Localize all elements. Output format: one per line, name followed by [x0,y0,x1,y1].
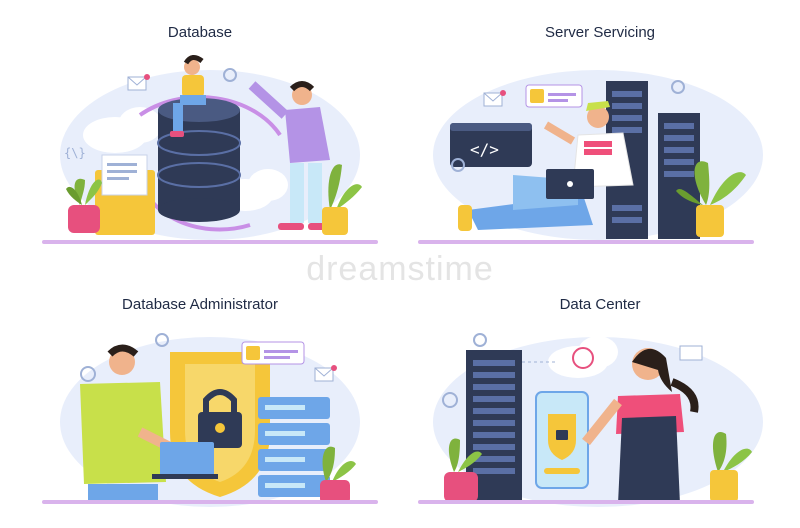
code-window: </> [450,123,532,167]
plant-icon [320,446,356,504]
gear-icon [451,158,465,172]
gear-icon [442,392,458,408]
plant-icon [710,431,752,502]
server-rack [258,397,330,497]
gear-icon [223,68,237,82]
envelope-icon [483,90,506,107]
panel-database-administrator: Database Administrator [0,272,400,520]
person-standing-figure [248,81,330,230]
ground-line [42,500,378,504]
code-braces-icon: {\} [64,146,86,160]
sync-arrow-icon [138,95,282,137]
server-rack [658,113,700,239]
ground-line [418,240,754,244]
ground-line [418,500,754,504]
phone-icon [535,391,589,489]
ground-line [42,240,378,244]
database-illustration: {\} [60,55,362,240]
data-center-illustration [433,333,763,507]
lock-badge [525,84,583,108]
panel-title: Database Administrator [122,296,278,313]
plant-icon [322,164,362,235]
person-sitting-figure [458,101,634,231]
person-standing-figure [582,348,699,504]
watermark: dreamstime [306,250,494,288]
gear-icon [671,80,685,94]
server-servicing-illustration: </> [433,70,763,240]
panel-data-center: Data Center [400,272,800,520]
person-standing-figure [80,344,218,502]
database-stack-icon [157,98,241,222]
panel-title: Data Center [559,296,641,313]
person-sitting-figure [170,55,206,137]
envelope-icon [127,74,150,91]
panel-title: Database [167,24,233,41]
envelope-icon [314,365,337,382]
panel-database: Database [0,0,400,248]
gear-icon [155,333,169,347]
panel-title: Server Servicing [544,24,656,41]
code-tag-icon: </> [470,140,499,159]
plant-icon [66,178,102,233]
password-badge [241,341,305,365]
database-administrator-illustration [60,333,360,507]
cloud-sync-icon [548,336,618,378]
panel-server-servicing: Server Servicing </> [400,0,800,248]
plant-icon [444,438,482,502]
folder-icon [679,345,703,361]
plant-icon [676,161,746,237]
folder-icon [95,154,155,235]
gear-icon [80,366,96,382]
gear-icon [473,333,487,347]
